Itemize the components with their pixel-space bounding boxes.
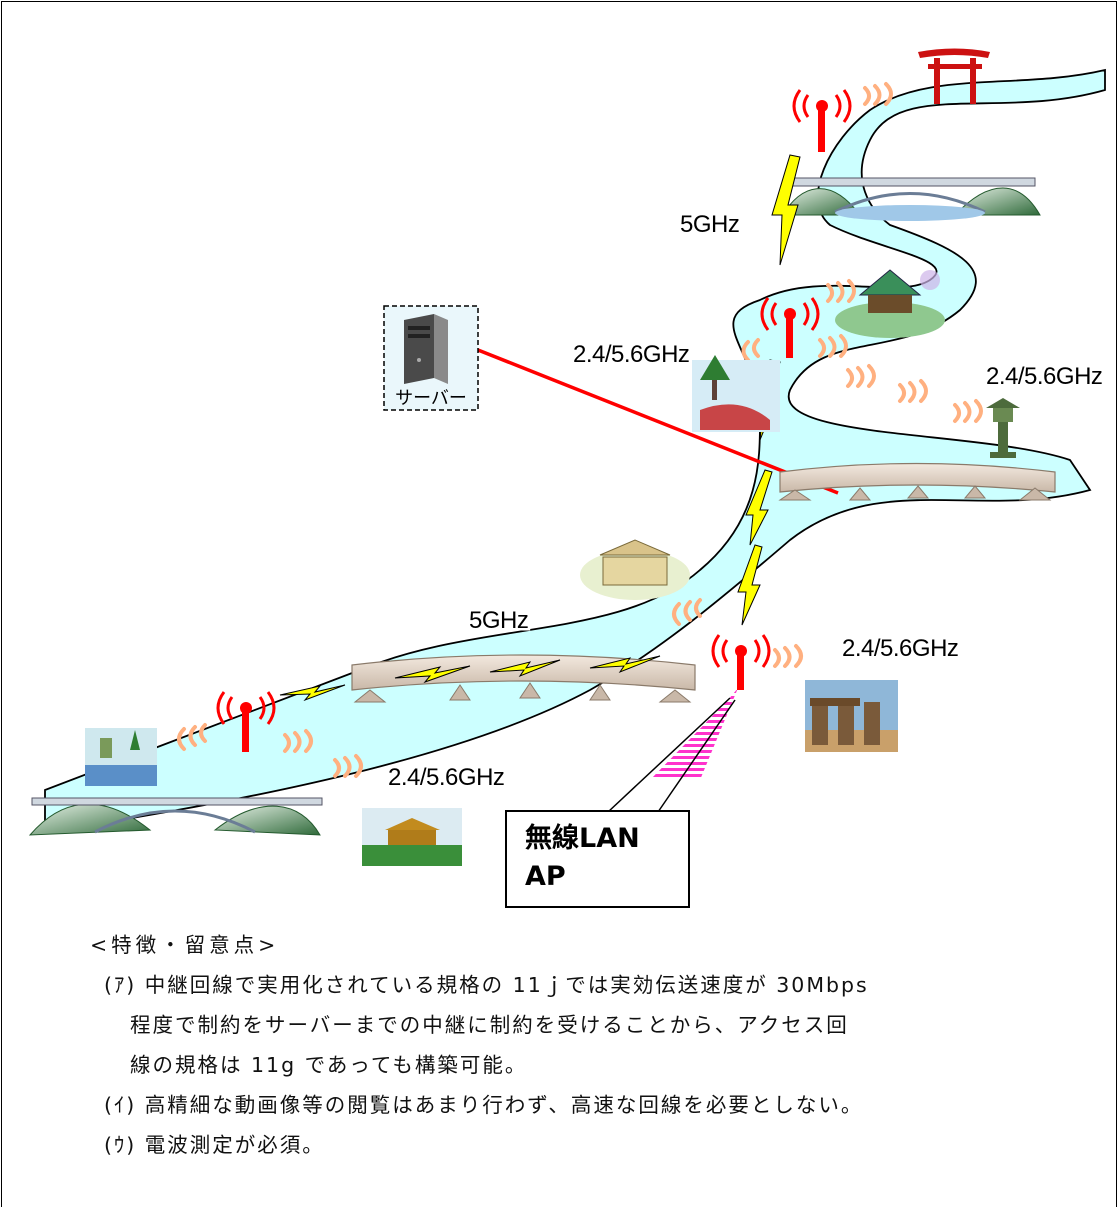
network-diagram: サーバー 5GHz 2.4/5.6GHz 2.4/5.6GHz 5GHz 2.4… [28, 48, 1106, 866]
ap-label-line2: AP [525, 861, 566, 892]
notes-section: <特徴・留意点> (ｱ) 中継回線で実用化されている規格の 11ｊでは実効伝送速… [90, 925, 1100, 1165]
lantern-icon [986, 398, 1020, 458]
bridge-icon [778, 462, 1056, 501]
callout-pointer [657, 699, 736, 813]
antenna-icon [792, 89, 852, 152]
pavilion-icon [835, 269, 945, 338]
bridge-icon [782, 177, 1041, 221]
wireless-lan-ap-callout: 無線LAN AP [505, 810, 690, 908]
notes-heading: <特徴・留意点> [90, 933, 280, 957]
frequency-label-lower-right: 2.4/5.6GHz [842, 635, 958, 662]
garden-icon [692, 355, 780, 432]
callout-pointer [607, 697, 731, 813]
frequency-label-top: 5GHz [680, 211, 739, 238]
frequency-label-mid-left: 2.4/5.6GHz [573, 341, 689, 368]
note-item-a-line1: (ｱ) 中継回線で実用化されている規格の 11ｊでは実効伝送速度が 30Mbps [104, 973, 869, 997]
palace-icon [362, 808, 462, 866]
antenna-icon [216, 691, 276, 752]
note-item-b: (ｲ) 高精細な動画像等の閲覧はあまり行わず、高速な回線を必要としない。 [104, 1093, 864, 1117]
pond-icon [85, 728, 157, 786]
frequency-label-lower: 5GHz [469, 607, 528, 634]
server-box: サーバー [383, 305, 479, 411]
antenna-icon [711, 634, 771, 690]
frequency-label-bottom: 2.4/5.6GHz [388, 764, 504, 791]
note-item-a-line2: 程度で制約をサーバーまでの中継に制約を受けることから、アクセス回 [130, 1013, 849, 1037]
server-label: サーバー [395, 388, 467, 409]
note-item-c: (ｳ) 電波測定が必須。 [104, 1133, 325, 1157]
antenna-icon [760, 297, 820, 358]
bridge-icon [28, 797, 323, 836]
frequency-label-mid-right: 2.4/5.6GHz [986, 363, 1102, 390]
torii-icon [918, 48, 990, 104]
ap-coverage-beam [650, 688, 738, 780]
stonehenge-icon [805, 680, 898, 752]
temple-icon [580, 539, 690, 600]
server-link [477, 348, 839, 495]
note-item-a-line3: 線の規格は 11g であっても構築可能。 [130, 1053, 528, 1077]
server-icon [404, 314, 448, 384]
ap-label-line1: 無線LAN [525, 823, 640, 854]
